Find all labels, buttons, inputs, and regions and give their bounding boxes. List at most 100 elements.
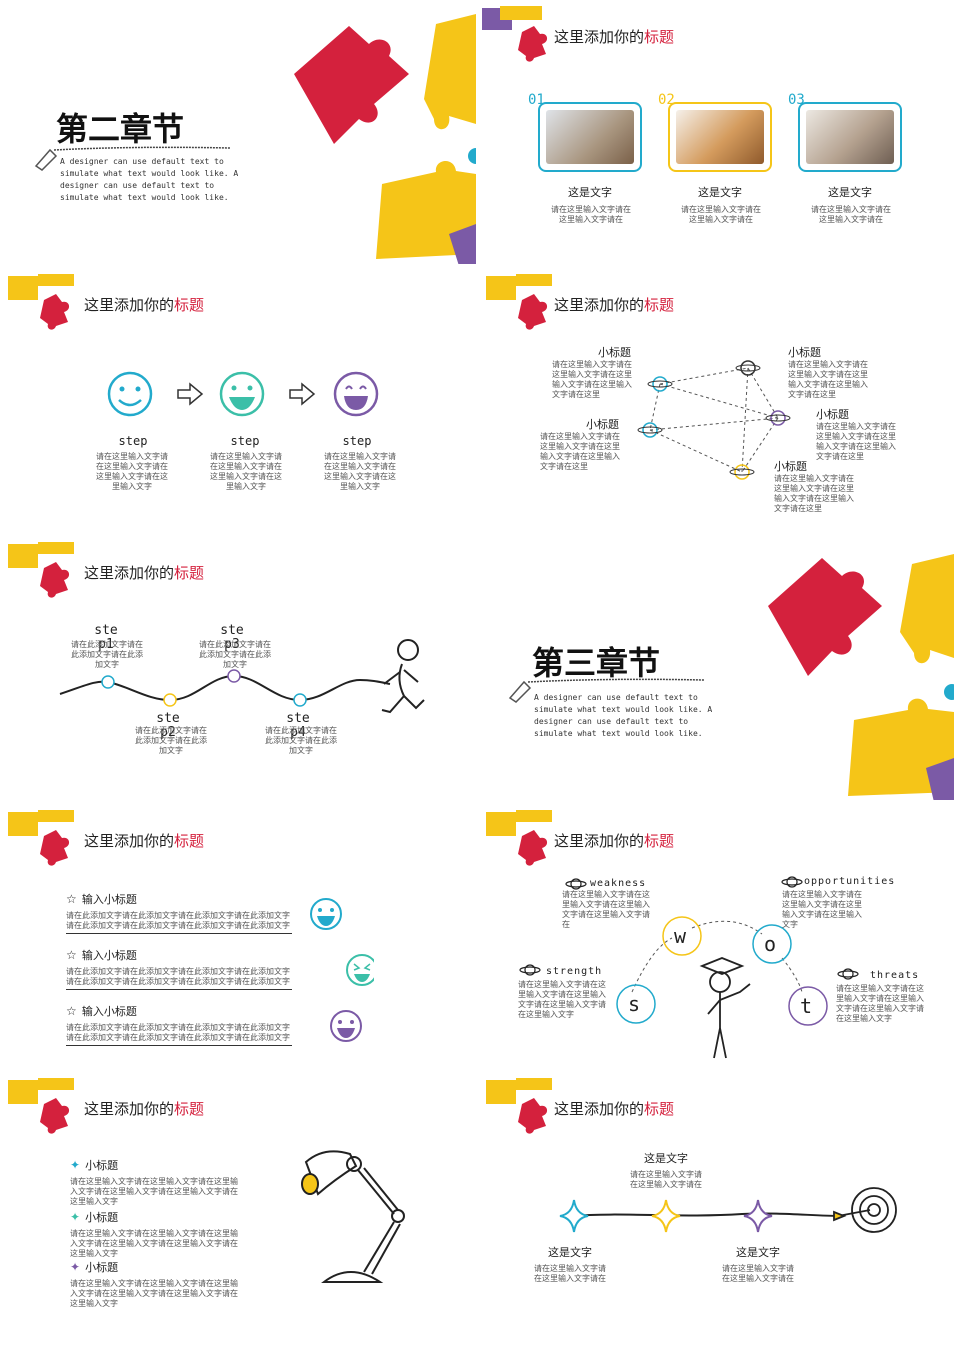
node-title-4: 小标题 [816, 408, 849, 421]
arrow-icon [177, 382, 204, 406]
kitten-photo [676, 110, 764, 164]
slide-title: 这里添加你的标题 [84, 1100, 205, 1118]
puzzle-corner-icon [486, 1078, 552, 1134]
node-title-2: 小标题 [788, 346, 821, 359]
star-shape [651, 1199, 681, 1233]
lamp-item: ✦ 小标题 请在这里输入文字请在这里输入文字请在这里输入文字请在这里输入文字请在… [70, 1154, 240, 1207]
wave-desc-2: 请在此添加文字请在此添加文字请在此添加文字 [135, 726, 207, 755]
lamp-item-title: 小标题 [85, 1159, 119, 1172]
slide-title: 这里添加你的标题 [554, 28, 675, 46]
swot-opportunities-label: opportunities [804, 876, 896, 887]
network-graph [637, 360, 791, 480]
slide-title: 这里添加你的标题 [554, 1100, 675, 1118]
step-desc-3: 请在这里输入文字请在这里输入文字请在这里输入文字请在这里输入文字 [324, 452, 396, 491]
swot-circle-t [788, 986, 828, 1026]
kitten-photo [546, 110, 634, 164]
puzzle-corner-icon [486, 274, 552, 330]
lamp-item-title: 小标题 [85, 1261, 119, 1274]
timeline-line [559, 1187, 897, 1233]
swot-strength-label: strength [546, 966, 603, 977]
planet-icon [647, 376, 673, 392]
node-desc-3: 请在这里输入文字请在这里输入文字请在这里输入文字请在这里输入文字请在这里 [540, 432, 620, 471]
puzzle-corner-icon [8, 542, 74, 598]
lamp-item-desc: 请在这里输入文字请在这里输入文字请在这里输入文字请在这里输入文字请在这里输入文字… [70, 1279, 238, 1308]
timeline-left-desc: 请在这里输入文字请在这里输入文字请在 [534, 1264, 606, 1283]
list-item-title: 输入小标题 [81, 893, 137, 906]
smiley-icon [310, 898, 342, 930]
slide-title: 这里添加你的标题 [84, 296, 205, 314]
list-item: ☆ 输入小标题 请在此添加文字请在此添加文字请在此添加文字请在此添加文字请在此添… [66, 944, 326, 990]
lamp-item-desc: 请在这里输入文字请在这里输入文字请在这里输入文字请在这里输入文字请在这里输入文字… [70, 1177, 238, 1206]
planet-icon [565, 878, 587, 890]
planet-icon [637, 422, 663, 438]
node-title-5: 小标题 [774, 460, 807, 473]
puzzle-corner-icon [482, 6, 548, 62]
puzzle-corner-icon [8, 274, 74, 330]
slide-lamp: 这里添加你的标题 ✦ 小标题 请在这里输入文字请在这里输入文字请在这里输入文字请… [4, 1076, 476, 1336]
sparkle-icon: ✦ [70, 1260, 81, 1274]
slide-chapter-3: 第三章节 A designer can use default text to … [482, 540, 954, 800]
chapter-body: A designer can use default text to simul… [60, 157, 239, 202]
desk-lamp-icon [301, 1150, 405, 1283]
slide-swot: 这里添加你的标题 s w o t weakness 请在这里输入文字请在这里输入… [482, 808, 954, 1068]
wave-node [101, 675, 115, 689]
lamp-item-desc: 请在这里输入文字请在这里输入文字请在这里输入文字请在这里输入文字请在这里输入文字… [70, 1229, 238, 1258]
swot-weakness-label: weakness [590, 878, 647, 889]
smiley-icon [219, 371, 265, 417]
pencil-icon [34, 146, 231, 171]
planet-icon [781, 876, 803, 888]
swot-letter-w: w [674, 924, 687, 948]
chapter-body: A designer can use default text to simul… [534, 693, 713, 738]
swot-strength-desc: 请在这里输入文字请在这里输入文字请在这里输入文字请在这里输入文字请在这里输入文字 [518, 980, 606, 1019]
swot-weakness-desc: 请在这里输入文字请在这里输入文字请在这里输入文字请在这里输入文字请在 [562, 890, 650, 929]
smiley-column [310, 898, 374, 1042]
target-icon [833, 1187, 897, 1233]
node-desc-1: 请在这里输入文字请在这里输入文字请在这里输入文字请在这里输入文字请在这里 [552, 360, 632, 399]
star-icon: ☆ [66, 948, 77, 962]
planet-icon [837, 968, 859, 980]
swot-diagram [519, 876, 859, 1059]
swot-circle-w [662, 916, 702, 956]
photo-frame-3 [798, 102, 902, 172]
wave-node [293, 693, 307, 707]
wave-desc-1: 请在此添加文字请在此添加文字请在此添加文字 [71, 640, 143, 669]
star-icon: ☆ [66, 1004, 77, 1018]
slide-title: 这里添加你的标题 [84, 832, 205, 850]
node-title-3: 小标题 [586, 418, 619, 431]
wave-desc-4: 请在此添加文字请在此添加文字请在此添加文字 [265, 726, 337, 755]
list-item: ☆ 输入小标题 请在此添加文字请在此添加文字请在此添加文字请在此添加文字请在此添… [66, 888, 326, 934]
smiley-icon [330, 1010, 362, 1042]
lamp-item-title: 小标题 [85, 1211, 119, 1224]
slide-photos: 这里添加你的标题 01 这是文字 请在这里输入文字请在这里输入文字请在 02 这… [482, 4, 954, 264]
running-man-icon [381, 639, 425, 714]
swot-letter-s: s [628, 992, 641, 1016]
photo-desc-2: 请在这里输入文字请在这里输入文字请在 [681, 205, 761, 224]
swot-letter-o: o [764, 932, 777, 956]
slide-title: 这里添加你的标题 [84, 564, 205, 582]
smiley-row [107, 371, 379, 417]
swot-circle-o [752, 924, 792, 964]
step-desc-2: 请在这里输入文字请在这里输入文字请在这里输入文字请在这里输入文字 [210, 452, 282, 491]
teacher-icon [699, 957, 751, 1059]
slide-list: 这里添加你的标题 ☆ 输入小标题 请在此添加文字请在此添加文字请在此添加文字请在… [4, 808, 476, 1068]
swot-letter-t: t [800, 994, 813, 1018]
star-shape [743, 1199, 773, 1233]
slide-chapter-2: 第二章节 A designer can use default text to … [4, 4, 476, 264]
smiley-icon [107, 371, 153, 417]
step-label-2: step [230, 434, 260, 448]
node-desc-5: 请在这里输入文字请在这里输入文字请在这里输入文字请在这里输入文字请在这里 [774, 474, 854, 513]
timeline-right-label: 这是文字 [736, 1246, 780, 1259]
wave-node [163, 693, 177, 707]
node-title-1: 小标题 [598, 346, 631, 359]
puzzle-corner-icon [8, 1078, 74, 1134]
slide-title: 这里添加你的标题 [554, 832, 675, 850]
photo-desc-1: 请在这里输入文字请在这里输入文字请在 [551, 205, 631, 224]
step-label-3: step [342, 434, 372, 448]
swot-threats-label: threats [870, 970, 920, 981]
list-item-desc: 请在此添加文字请在此添加文字请在此添加文字请在此添加文字请在此添加文字请在此添加… [66, 1023, 292, 1046]
wave-line [59, 639, 425, 714]
